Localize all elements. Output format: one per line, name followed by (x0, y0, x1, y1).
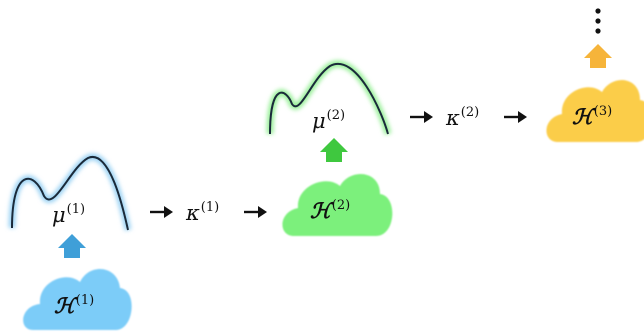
up-arrow-icon (320, 138, 348, 162)
right-arrow-icon (150, 206, 173, 218)
up-arrow-icon (584, 44, 612, 68)
right-arrow-icon (244, 206, 267, 218)
measure-mu2-label: μ(2) (312, 108, 345, 133)
right-arrow-icon (504, 111, 527, 123)
kernel-kappa1-label: κ(1) (185, 200, 219, 225)
cloud-h1: ℋ(1) (23, 269, 132, 330)
right-arrow-icon (410, 111, 433, 123)
kernel-kappa1-index: (1) (201, 200, 219, 215)
measure-mu1-index: (1) (67, 202, 85, 217)
measure-mu1-label: μ(1) (52, 202, 85, 227)
measure-mu2-glow (266, 60, 392, 135)
measure-mu1-line (11, 156, 129, 231)
stage-1: ℋ(1) μ(1) (8, 153, 132, 330)
vertical-ellipsis-icon (595, 8, 601, 34)
flow-stage-2-to-3: κ(2) (410, 105, 527, 130)
measure-mu1-glow (8, 153, 132, 231)
cloud-h3: ℋ(3) (546, 80, 644, 142)
kernel-kappa2-label: κ(2) (445, 105, 479, 130)
measure-mu1-symbol: μ (52, 203, 66, 227)
measure-mu1-curve (8, 153, 132, 231)
stage-2: ℋ(2) μ(2) (266, 60, 393, 236)
kernel-kappa2-index: (2) (461, 105, 479, 120)
cloud-h2-index: (2) (332, 198, 350, 213)
up-arrow-icon (58, 234, 86, 258)
cloud-h2: ℋ(2) (282, 174, 393, 236)
kernel-kappa2-symbol: κ (445, 106, 460, 130)
flow-stage-1-to-2: κ(1) (150, 200, 267, 225)
cloud-h1-index: (1) (76, 293, 94, 308)
cloud-h3-shape (546, 80, 644, 142)
cloud-h2-shape (282, 174, 393, 236)
cloud-h1-shape (23, 269, 132, 330)
measure-mu2-symbol: μ (312, 109, 326, 133)
measure-mu2-index: (2) (327, 108, 345, 123)
cloud-h3-index: (3) (594, 104, 612, 119)
kernel-kappa1-symbol: κ (185, 201, 200, 225)
measure-mu2-line (269, 62, 389, 135)
measure-mu2-curve (266, 60, 392, 135)
stage-3: ℋ(3) (546, 8, 644, 142)
